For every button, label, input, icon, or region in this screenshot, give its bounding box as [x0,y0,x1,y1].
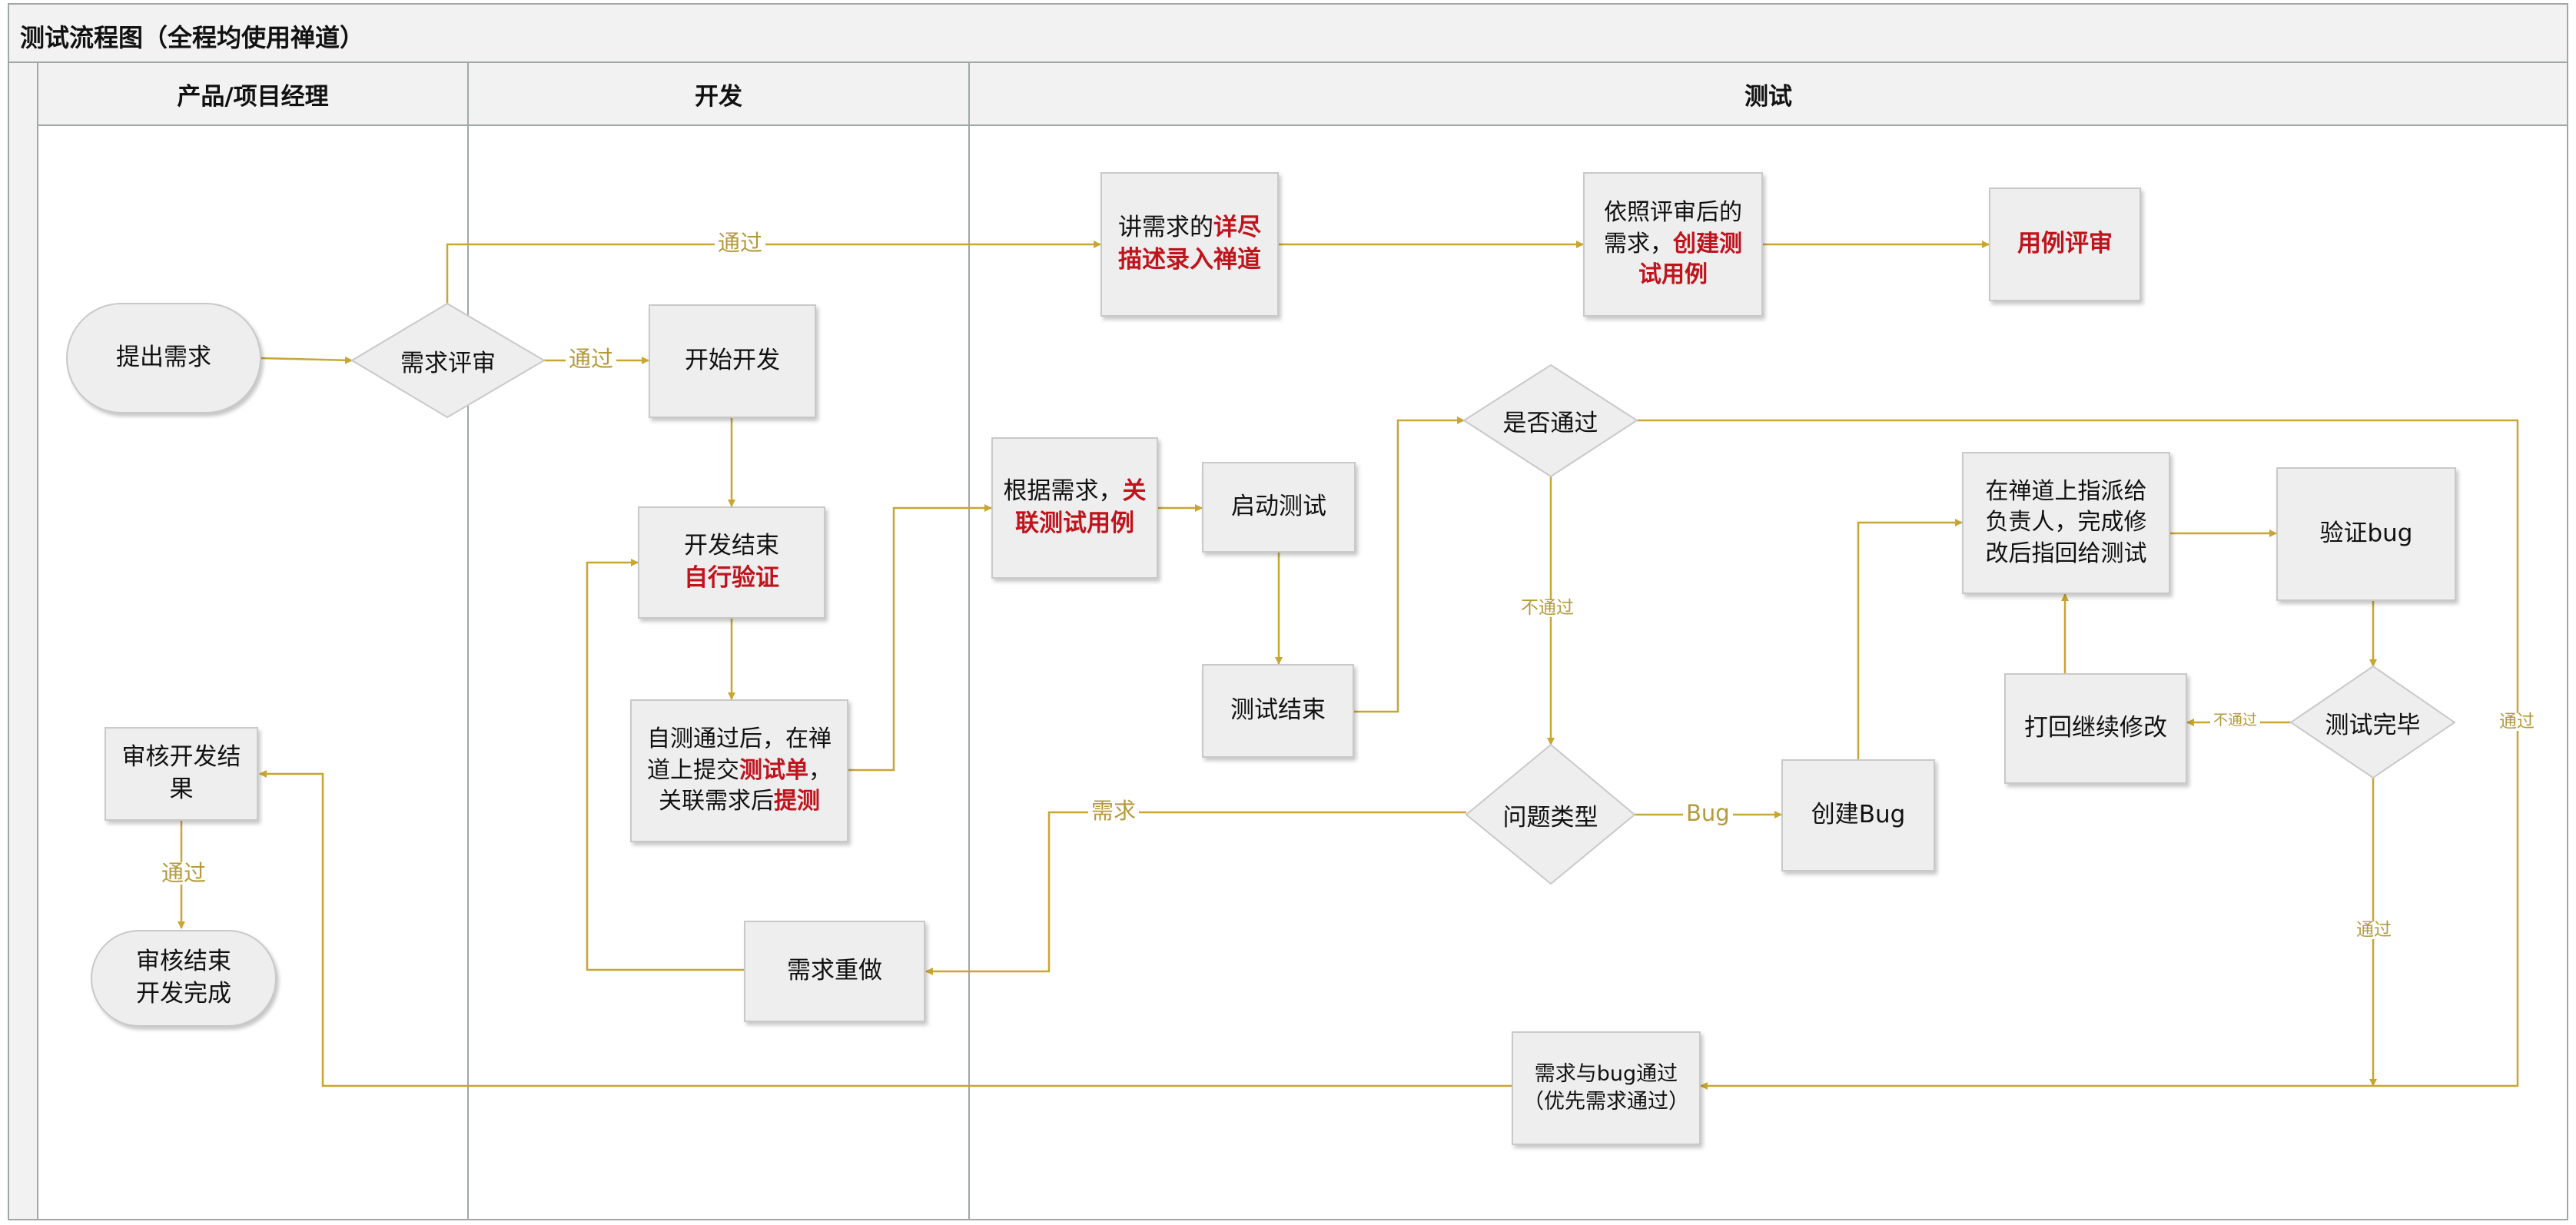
diamond-shapes [350,302,2456,885]
node-redo-requirement[interactable]: 需求重做 [744,921,925,1022]
label-demand: 需求 [1088,800,1140,822]
node-assign-owner[interactable]: 在禅道上指派给负责人，完成修改后指回给测试 [1962,452,2170,594]
node-case-review[interactable]: 用例评审 [1989,188,2141,301]
node-return-fix[interactable]: 打回继续修改 [2004,673,2187,784]
label-fail: 不通过 [1518,599,1577,617]
node-test-end[interactable]: 测试结束 [1202,664,1354,758]
diagram-title: 测试流程图（全程均使用禅道） [20,23,365,52]
edge-redo-devend [586,559,744,971]
node-issue-type[interactable]: 问题类型 [1502,803,1598,832]
edge-testend-passed [1354,417,1465,713]
test-done-diamond-shape [2289,665,2456,779]
lane-pm: 产品/项目经理 [37,61,469,1220]
edge-selftest-linkcase [848,504,992,772]
passed-diamond-shape [1462,364,1638,478]
label-pass-top: 通过 [715,232,766,254]
node-dev-end[interactable]: 开发结束自行验证 [638,506,825,619]
node-create-bug[interactable]: 创建Bug [1781,759,1935,871]
node-test-done[interactable]: 测试完毕 [2325,711,2421,739]
node-requirement-review[interactable]: 需求评审 [400,349,496,377]
issue-type-diamond-shape [1465,743,1636,885]
diagram-title-bar: 测试流程图（全程均使用禅道） [8,3,2568,63]
node-final-pass[interactable]: 需求与bug通过（优先需求通过） [1512,1031,1701,1145]
label-pass-down: 通过 [2353,921,2395,939]
node-create-test-case[interactable]: 依照评审后的需求，创建测试用例 [1583,172,1763,317]
node-submit-requirement[interactable]: 提出需求 [66,303,261,413]
label-bug: Bug [1683,802,1733,825]
edge-issuetype-redo [925,811,1466,975]
edge-bug-assign [1857,519,1963,759]
node-start-test[interactable]: 启动测试 [1202,462,1356,553]
lane-header-pm: 产品/项目经理 [38,63,467,126]
label-fail-small: 不通过 [2210,713,2261,728]
lane-dev: 开发 [467,61,970,1220]
node-link-test-case[interactable]: 根据需求，关联测试用例 [991,437,1158,579]
node-record-requirement[interactable]: 讲需求的详尽描述录入禅道 [1100,172,1279,317]
label-pass-right: 通过 [2496,713,2538,731]
edge-final-audit [259,770,1512,1087]
label-pass-audit: 通过 [158,862,210,885]
lane-header-dev: 开发 [469,63,968,126]
node-is-passed[interactable]: 是否通过 [1502,409,1598,437]
review-diamond-shape [350,302,546,419]
edge-review-record [446,241,1101,304]
edge-passed-final-right [1637,419,2519,1090]
edge-submit-review [261,356,353,364]
node-self-test-submit[interactable]: 自测通过后，在禅道上提交测试单，关联需求后提测 [630,699,848,842]
swimlane-left-strip [8,61,38,1220]
node-audit-result[interactable]: 审核开发结果 [105,727,258,821]
label-pass-dev: 通过 [566,348,617,370]
node-start-dev[interactable]: 开始开发 [649,304,816,418]
lane-header-test: 测试 [970,63,2567,126]
node-audit-end[interactable]: 审核结束开发完成 [91,930,277,1027]
node-verify-bug[interactable]: 验证bug [2276,467,2456,601]
